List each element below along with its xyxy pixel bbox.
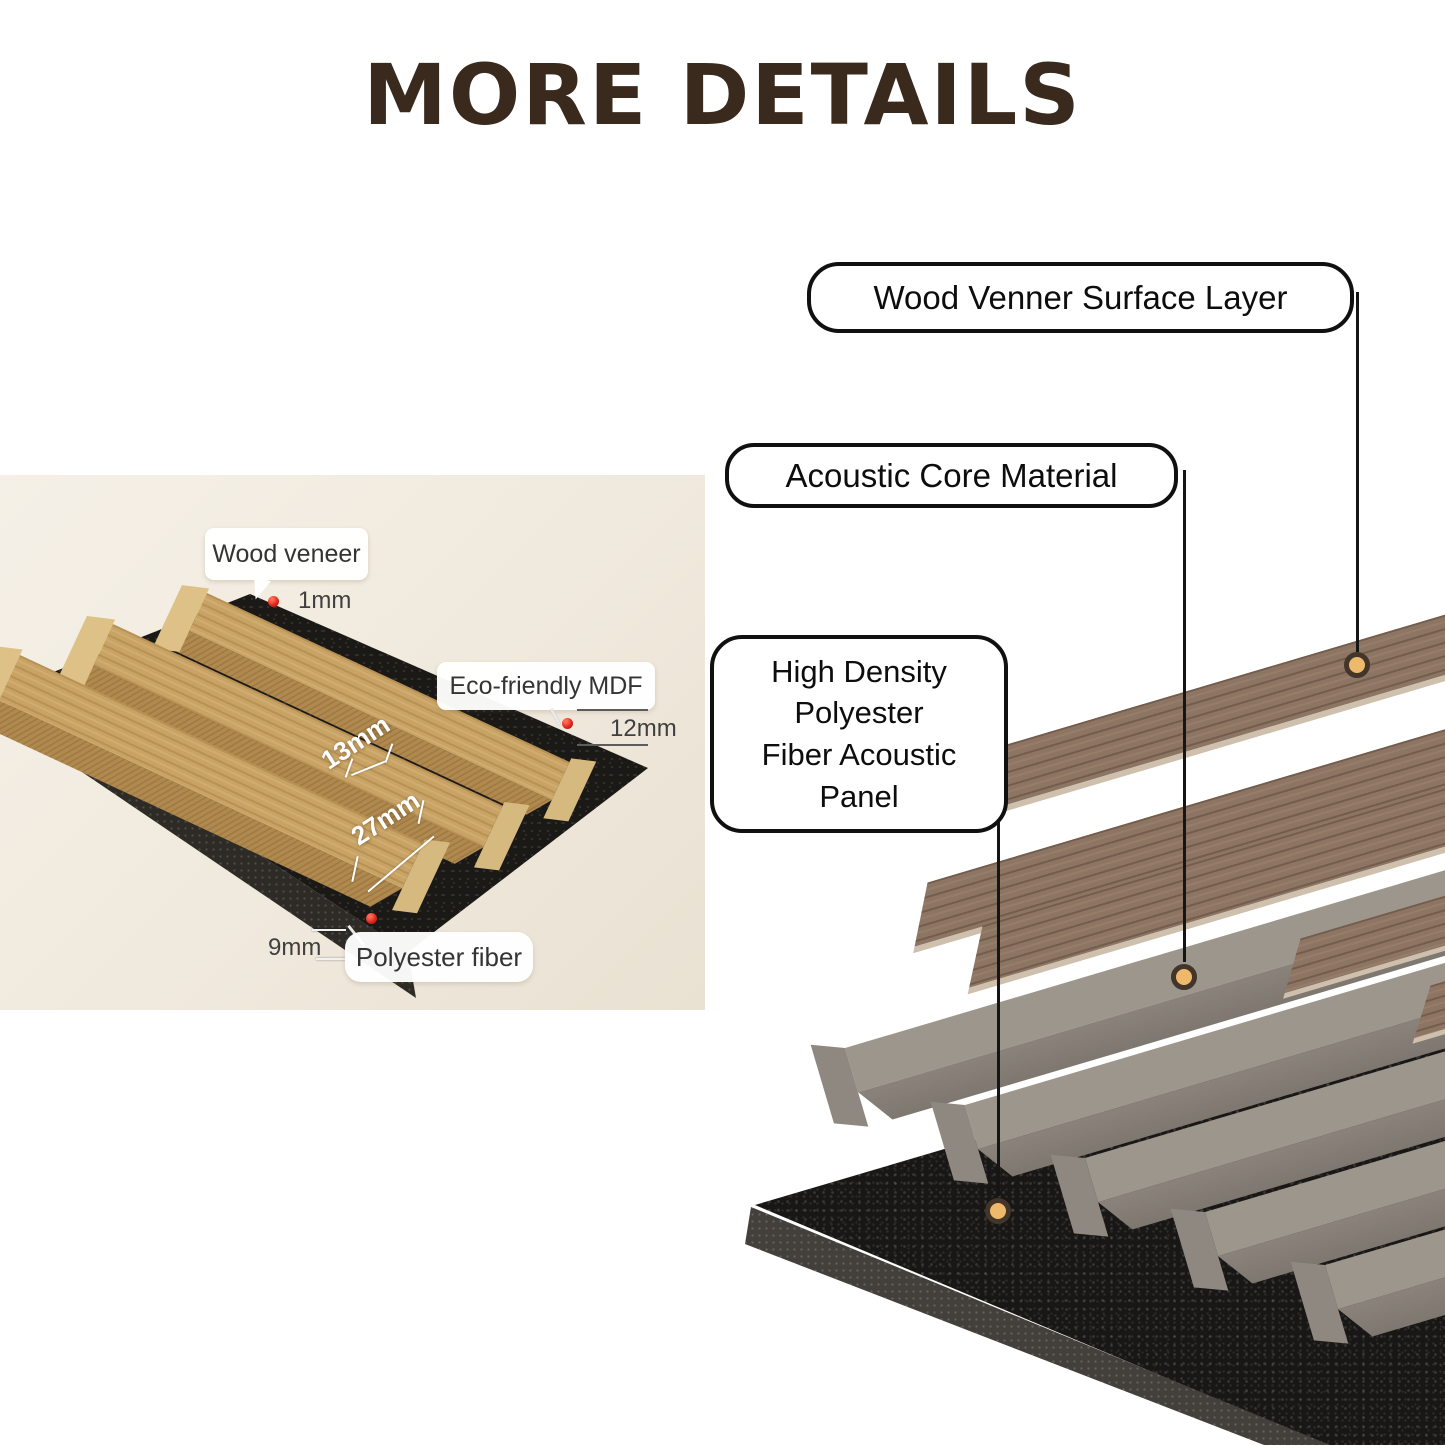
surface-leader-line (1356, 292, 1359, 652)
wood-veneer-tag: Wood veneer (205, 528, 368, 580)
veneer-strip (920, 588, 1445, 831)
core-slat (810, 849, 1445, 1127)
core-slat-top-face (1325, 1066, 1445, 1310)
veneer-strip (1268, 846, 1445, 999)
core-marker-dot (1171, 964, 1197, 990)
veneer-strip-top-face (920, 588, 1445, 825)
polyester-tag-label: Polyester fiber (355, 941, 523, 972)
core-slat-end-face (1050, 1154, 1109, 1237)
veneer-strip-top-face (1398, 921, 1445, 1039)
core-slat-end-face (810, 1044, 869, 1127)
core-slat (1050, 959, 1445, 1237)
panel-marker-dot (985, 1198, 1011, 1224)
veneer-strip-edge (936, 644, 1445, 832)
veneer-thickness-value: 1mm (298, 587, 352, 614)
surface-marker-dot (1344, 652, 1370, 678)
veneer-strip-edge (1282, 892, 1445, 999)
surface-callout-label: Wood Venner Surface Layer (873, 278, 1288, 316)
surface-callout: Wood Venner Surface Layer (807, 262, 1354, 333)
mdf-tag: Eco-friendly MDF (437, 662, 655, 710)
core-slat-end-face (1290, 1261, 1349, 1344)
veneer-strip-edge (1411, 965, 1445, 1044)
panel-callout-line: High Density (771, 653, 947, 689)
core-slat (930, 906, 1445, 1184)
base-thickness-value: 9mm (268, 934, 322, 961)
core-slat-top-face (965, 906, 1445, 1150)
mdf-thickness-value: 12mm (610, 715, 677, 742)
mdf-pointer-line (549, 708, 562, 726)
core-callout-label: Acoustic Core Material (785, 456, 1118, 494)
veneer-strip (895, 705, 1445, 954)
core-callout: Acoustic Core Material (725, 443, 1178, 508)
core-leader-line (1183, 470, 1186, 962)
veneer-strip-top-face (950, 770, 1445, 988)
core-slat-top-face (845, 849, 1445, 1093)
veneer-marker-dot (268, 596, 279, 607)
core-slat-top-face (1085, 959, 1445, 1203)
veneer-strip-top-face (1268, 846, 1445, 994)
mdf-marker-dot (562, 718, 573, 729)
core-slat-front-face (858, 893, 1445, 1120)
veneer-strip-edge (911, 760, 1445, 953)
mdf-tag-label: Eco-friendly MDF (449, 671, 643, 700)
base-bracket-line (316, 958, 346, 960)
core-slat-front-face (978, 950, 1445, 1177)
base-bracket-line (312, 929, 346, 931)
panel-callout: High Density Polyester Fiber Acoustic Pa… (710, 635, 1008, 833)
core-slat-front-face (1338, 1110, 1445, 1337)
wood-veneer-tag-label: Wood veneer (212, 539, 361, 568)
core-slat-end-face (1170, 1208, 1229, 1291)
panel-callout-line: Polyester (794, 695, 924, 731)
core-slat-top-face (1205, 1013, 1445, 1257)
veneer-strip (950, 770, 1445, 994)
left-product-figure: 13mm 27mm Wood veneer 1mm Eco-friendly M… (0, 475, 705, 1010)
mdf-bracket-line (577, 744, 648, 746)
core-slat-end-face (930, 1101, 989, 1184)
polyester-marker-dot (366, 913, 377, 924)
core-slat-front-face (1218, 1057, 1445, 1284)
core-slat (1290, 1066, 1445, 1344)
page-title: MORE DETAILS (363, 46, 1082, 144)
polyester-tag: Polyester fiber (345, 932, 533, 982)
panel-callout-line: Fiber Acoustic (761, 737, 957, 772)
mdf-bracket-line (577, 709, 648, 711)
core-slat (1170, 1013, 1445, 1291)
core-slat-front-face (1098, 1003, 1445, 1230)
veneer-strip-top-face (895, 705, 1445, 948)
veneer-strip-edge (966, 824, 1445, 994)
veneer-strip (1398, 921, 1445, 1044)
panel-callout-line: Panel (819, 778, 899, 814)
panel-leader-line (997, 688, 1000, 1196)
